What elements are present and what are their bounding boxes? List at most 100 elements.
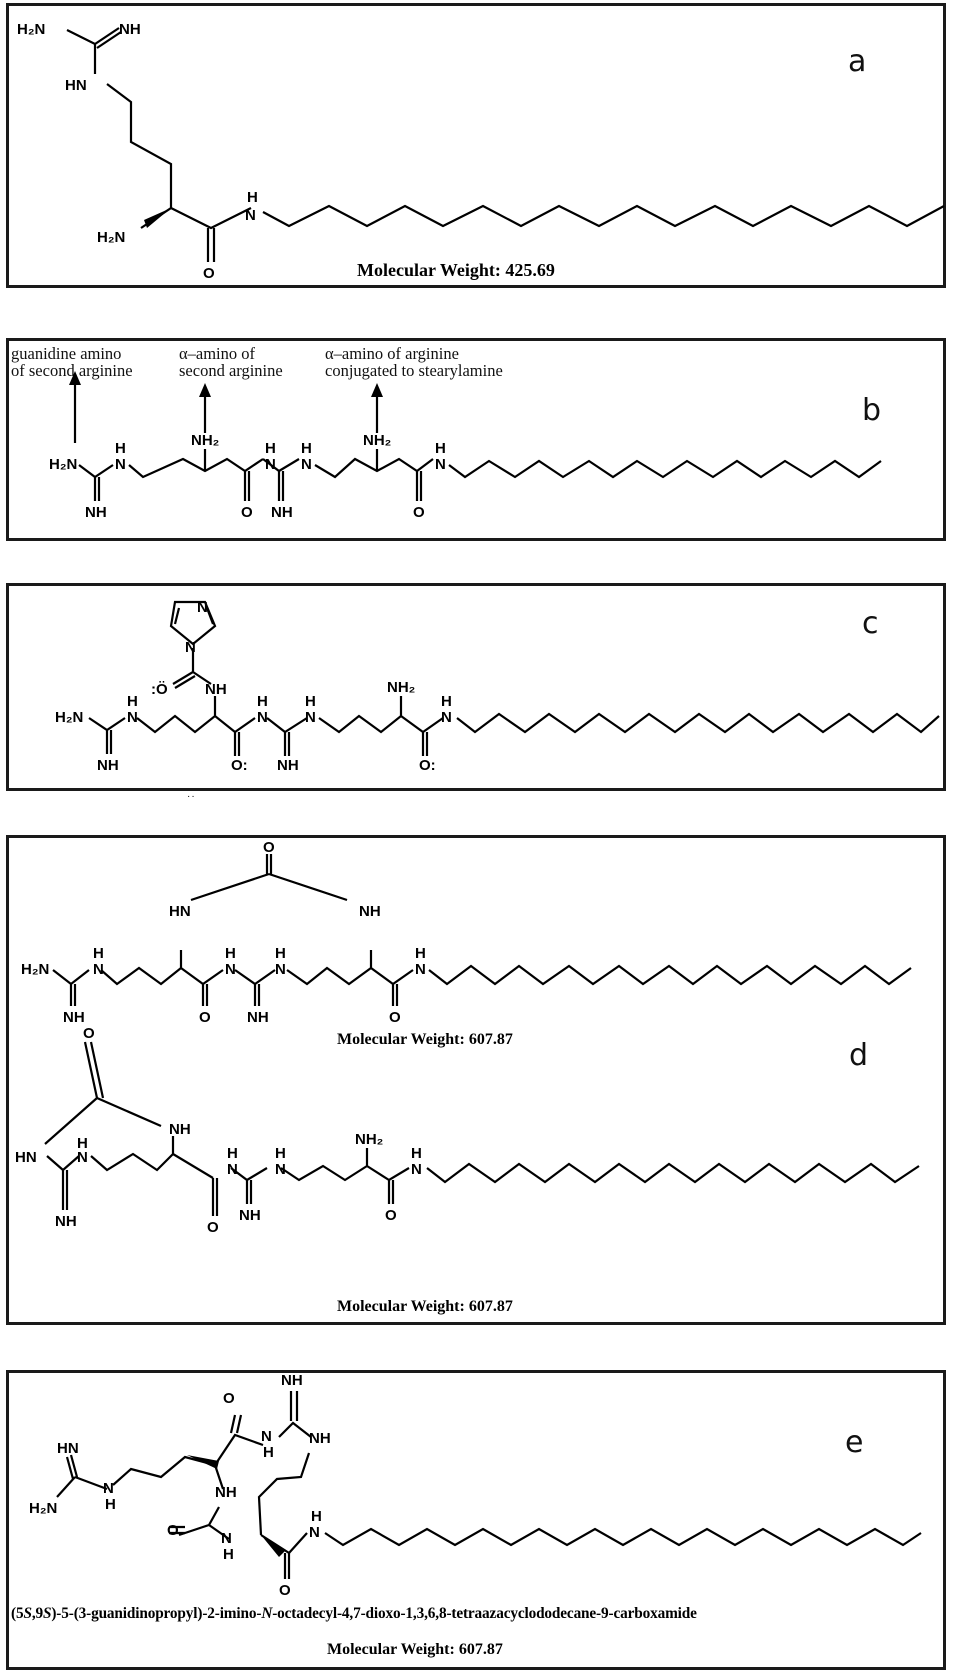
atom-o-amide: O [279, 1582, 291, 1599]
stearyl-chain-d1 [428, 964, 912, 986]
atom-o-urea: O [263, 839, 275, 856]
atom-n: N [275, 1161, 286, 1178]
atom-h: H [305, 693, 316, 710]
atom-nh-2b: NH [169, 1121, 191, 1138]
atom-hn: HN [169, 903, 191, 920]
atom-nh-2: NH [277, 757, 299, 774]
atom-h: H [435, 440, 446, 457]
atom-h2n-top: H₂N [17, 21, 45, 38]
molecular-weight-d2: Molecular Weight: 607.87 [337, 1298, 513, 1315]
atom-h: H [441, 693, 452, 710]
macrocycle-e [56, 1391, 312, 1579]
structure-d1: O HN NH H₂N H N NH O H N NH H N O H N [21, 839, 912, 1026]
atom-nh-guan: NH [63, 1009, 85, 1026]
atom-o-urea-2: O [83, 1025, 95, 1042]
atom-o-1: O: [231, 757, 248, 774]
atom-n: N [257, 709, 268, 726]
structure-b: H₂N H N NH NH₂ O H N NH H N NH₂ O H N [49, 371, 882, 521]
panel-label-b: b [862, 393, 882, 428]
annotation-arrows [69, 371, 383, 443]
atom-n: N [93, 961, 104, 978]
atom-h: H [105, 1496, 116, 1513]
stearyl-chain-a [262, 204, 945, 228]
annotation-alpha-amino-conjugated: α–amino of arginine conjugated to steary… [325, 344, 503, 380]
peptide-backbone-c [88, 696, 444, 756]
iupac-name: (5S,9S)-5-(3-guanidinopropyl)-2-imino-N-… [11, 1605, 697, 1623]
atom-o-carbonyl: :Ö [151, 681, 168, 698]
panel-c: N N :Ö NH H₂N H N NH O: H N NH H N NH₂ O… [6, 583, 946, 791]
imidazole-ring [169, 600, 217, 646]
atom-o-urea: O [167, 1522, 179, 1539]
panel-label-c: c [862, 606, 879, 641]
atom-n: N [441, 709, 452, 726]
atom-h: H [77, 1135, 88, 1152]
atom-n: N [411, 1161, 422, 1178]
iupac-part: )-5-(3-guanidinopropyl)-2-imino- [51, 1605, 262, 1622]
atom-o-1: O [199, 1009, 211, 1026]
annotation-guanidine-amino: guanidine amino of second arginine [11, 344, 133, 380]
atom-n-ring-2: N [185, 639, 196, 656]
atom-o-3: O [207, 1219, 219, 1236]
atom-n: N [221, 1530, 232, 1547]
atom-h: H [127, 693, 138, 710]
atom-n: N [275, 961, 286, 978]
annotation-alpha-amino-second: α–amino of second arginine [179, 344, 283, 380]
atom-h: H [411, 1145, 422, 1162]
structure-a: H₂N NH HN H₂N H N O [17, 21, 945, 282]
atom-n: N [435, 456, 446, 473]
structure-d2: O NH HN H N NH O H N NH H N NH₂ O H N [15, 1025, 920, 1236]
stearyl-chain-e-tail [324, 1527, 922, 1547]
atom-hn: HN [57, 1440, 79, 1457]
molecular-weight-e: Molecular Weight: 607.87 [327, 1641, 503, 1658]
atom-h: H [227, 1145, 238, 1162]
atom-n: N [265, 456, 276, 473]
atom-nh-guan-2: NH [55, 1213, 77, 1230]
stray-mark: ·· [187, 791, 196, 802]
molecular-weight-d1: Molecular Weight: 607.87 [337, 1031, 513, 1048]
panel-b: guanidine amino of second arginine α–ami… [6, 338, 946, 541]
atom-nh-ring: NH [309, 1430, 331, 1447]
atom-o-4: O [385, 1207, 397, 1224]
peptide-backbone-b [78, 449, 434, 501]
atom-n: N [225, 961, 236, 978]
atom-h2n-alpha: H₂N [97, 229, 125, 246]
atom-nh-imino: NH [281, 1372, 303, 1389]
atom-nh2-2: NH₂ [363, 432, 391, 449]
atom-nh2: NH₂ [387, 679, 415, 696]
atom-nh-2: NH [247, 1009, 269, 1026]
atom-h: H [301, 440, 312, 457]
panel-e: HN H₂N N H O NH N H NH NH O N H O H N e … [6, 1370, 946, 1670]
iupac-part: ,9 [31, 1605, 43, 1622]
atom-h2n: H₂N [21, 961, 49, 978]
atom-h: H [93, 945, 104, 962]
structure-c: N N :Ö NH H₂N H N NH O: H N NH H N NH₂ O… [55, 599, 940, 774]
panel-label-d: d [849, 1038, 869, 1073]
atom-nh2-d2: NH₂ [355, 1131, 383, 1148]
atom-n-ring: N [197, 599, 208, 616]
atom-n: N [103, 1480, 114, 1497]
atom-h2n: H₂N [49, 456, 77, 473]
iupac-part-italic: N [261, 1605, 273, 1622]
atom-h2n: H₂N [29, 1500, 57, 1517]
iupac-part-italic: S [23, 1605, 32, 1622]
stearyl-chain-b [448, 459, 882, 479]
atom-h2n: H₂N [55, 709, 83, 726]
stearyl-chain-d2 [426, 1162, 920, 1184]
atom-o-1: O [223, 1390, 235, 1407]
iupac-part-italic: S [43, 1605, 52, 1622]
atom-hn-2: HN [15, 1149, 37, 1166]
atom-nh-2: NH [271, 504, 293, 521]
atom-n: N [301, 456, 312, 473]
atom-h: H [415, 945, 426, 962]
atom-n: N [245, 207, 256, 224]
panel-d: O HN NH H₂N H N NH O H N NH H N O H N O … [6, 835, 946, 1325]
structure-e: HN H₂N N H O NH N H NH NH O N H O H N [29, 1372, 922, 1599]
atom-n: N [305, 709, 316, 726]
atom-n: N [127, 709, 138, 726]
atom-o-2: O [413, 504, 425, 521]
iupac-part: (5 [11, 1605, 24, 1622]
atom-nh-3: NH [239, 1207, 261, 1224]
atom-h: H [223, 1546, 234, 1563]
molecular-weight-a: Molecular Weight: 425.69 [357, 260, 555, 280]
atom-o-2: O [389, 1009, 401, 1026]
